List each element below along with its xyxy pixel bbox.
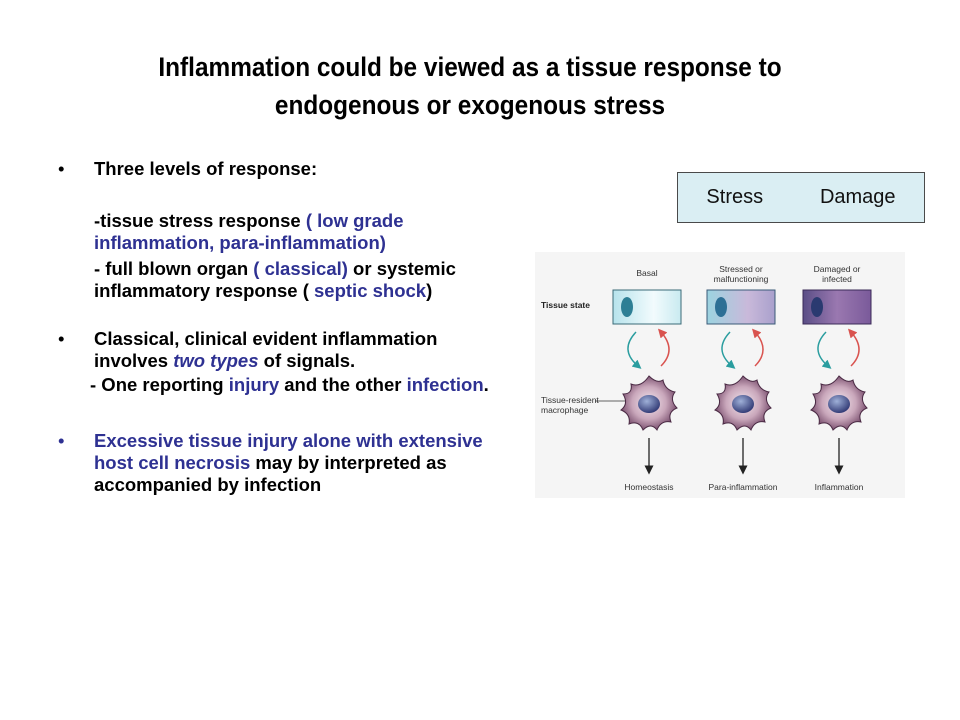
cycle-arrows-basal: [627, 328, 670, 369]
inflammation-diagram: Basal Stressed or malfunctioning Damaged…: [535, 252, 905, 498]
macrophage-damaged: [809, 375, 868, 432]
stress-damage-box: Stress Damage: [677, 172, 925, 223]
text-run: and the other: [279, 374, 407, 395]
bullet-marker: •: [58, 158, 65, 179]
text-run: may by interpreted as accompanied by inf…: [94, 452, 447, 495]
text-run: - full blown organ: [94, 258, 254, 279]
outcome-para-inflammation: Para-inflammation: [709, 482, 778, 492]
text-run: or systemic inflammatory response (: [94, 258, 456, 301]
bullet-2-sub: - One reporting injury and the other inf…: [58, 374, 498, 396]
column-header-damaged: Damaged or: [814, 264, 861, 274]
diagram-background: [535, 252, 905, 498]
highlight-septic-shock: septic shock: [314, 280, 427, 301]
bullet-1-sub-1: -tissue stress response ( low grade infl…: [58, 210, 498, 254]
highlight-infection: infection: [406, 374, 484, 395]
title-line-2: endogenous or exogenous stress: [274, 90, 666, 120]
macrophage-basal: [619, 375, 678, 432]
highlight-low-grade: ( low grade inflammation, para-inflammat…: [94, 210, 404, 253]
column-header-basal: Basal: [636, 268, 657, 278]
column-header-damaged-2: infected: [822, 274, 852, 284]
row-label-macrophage-1: Tissue-resident: [541, 395, 599, 405]
bullet-2: • Classical, clinical evident inflammati…: [58, 328, 498, 372]
title-line-1: Inflammation could be viewed as a tissue…: [158, 52, 782, 82]
text-run: -tissue stress response: [94, 210, 306, 231]
bullet-list: • Three levels of response: -tissue stre…: [58, 158, 498, 496]
cycle-arrows-stressed: [721, 328, 764, 369]
macrophage-stressed: [713, 375, 772, 432]
text-run: ): [426, 280, 433, 301]
damage-label: Damage: [819, 186, 896, 208]
column-header-stressed-2: malfunctioning: [714, 274, 769, 284]
tissue-damaged: [802, 289, 872, 325]
bullet-marker: •: [58, 328, 65, 349]
bullet-3: • Excessive tissue injury alone with ext…: [58, 430, 498, 496]
highlight-two-types: two types: [173, 350, 259, 371]
outcome-inflammation: Inflammation: [815, 482, 864, 492]
slide-title: Inflammation could be viewed as a tissue…: [102, 48, 838, 124]
bullet-1-sub-2: - full blown organ ( classical) or syste…: [58, 258, 498, 302]
highlight-classical: ( classical): [253, 258, 348, 279]
text-run: - One reporting: [90, 374, 229, 395]
text-run: Classical, clinical evident inflammation…: [94, 328, 438, 371]
bullet-marker: •: [58, 430, 65, 451]
text-run: .: [483, 374, 489, 395]
tissue-basal: [612, 289, 682, 325]
row-label-tissue-state: Tissue state: [541, 300, 590, 310]
bullet-1-heading: Three levels of response:: [94, 158, 318, 179]
outcome-homeostasis: Homeostasis: [624, 482, 673, 492]
highlight-necrosis: Excessive tissue injury alone with exten…: [94, 430, 483, 473]
highlight-injury: injury: [228, 374, 280, 395]
text-run: of signals.: [258, 350, 356, 371]
row-label-macrophage-2: macrophage: [541, 405, 589, 415]
stress-label: Stress: [706, 186, 764, 208]
tissue-stressed: [706, 289, 776, 325]
cycle-arrows-damaged: [817, 328, 860, 369]
bullet-1: • Three levels of response:: [58, 158, 498, 180]
column-header-stressed: Stressed or: [719, 264, 763, 274]
diagram-svg: Basal Stressed or malfunctioning Damaged…: [535, 252, 905, 498]
